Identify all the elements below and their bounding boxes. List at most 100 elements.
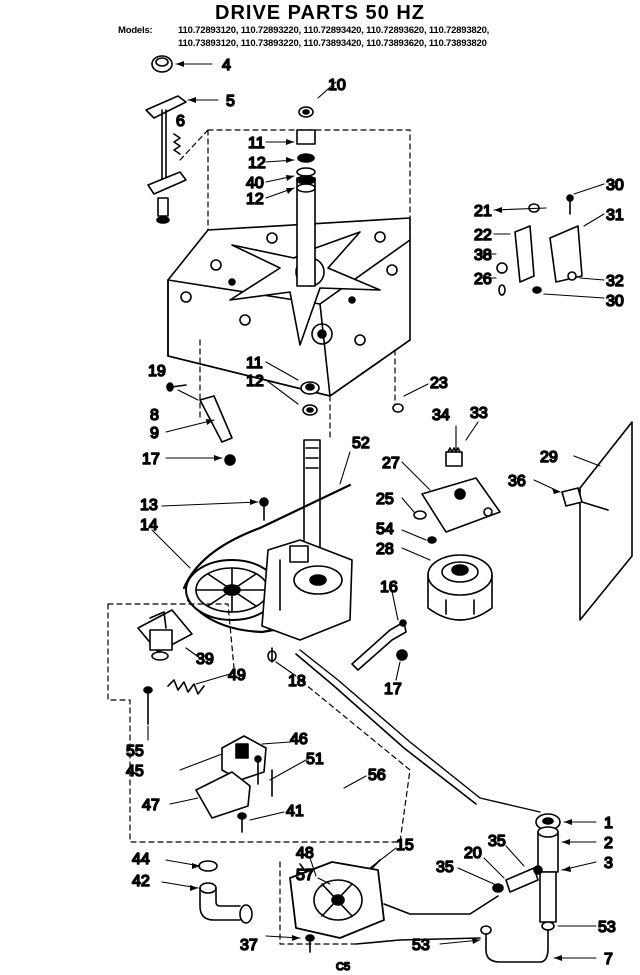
label-part-32: 32 <box>606 273 624 290</box>
hose-part-53 <box>485 929 549 963</box>
label-part-55: 55 <box>126 743 144 760</box>
bearing-part-4 <box>151 55 173 73</box>
label-part-13: 13 <box>140 497 158 514</box>
footer-code: C5 <box>336 961 350 973</box>
label-part-12-upper: 12 <box>248 155 266 172</box>
label-part-38: 38 <box>474 247 492 264</box>
screw-part-37 <box>305 934 315 953</box>
label-part-48: 48 <box>296 845 314 862</box>
washer-part-25 <box>413 510 427 520</box>
base-plate-part-19 <box>167 217 411 397</box>
bracket-part-16 <box>351 619 408 671</box>
label-part-31: 31 <box>606 207 624 224</box>
label-part-17-right: 17 <box>384 681 402 698</box>
label-part-16: 16 <box>380 579 398 596</box>
label-part-29: 29 <box>540 449 558 466</box>
label-part-34: 34 <box>432 407 450 424</box>
label-part-33: 33 <box>470 405 488 422</box>
label-part-30-bottom: 30 <box>606 293 624 310</box>
washer-part-54 <box>427 536 437 544</box>
panel-part-29 <box>579 421 633 621</box>
label-part-6: 6 <box>176 113 185 130</box>
plate-dashed-outline <box>179 129 411 231</box>
label-part-57: 57 <box>296 867 314 884</box>
switch-assembly-dashed-box <box>107 603 411 843</box>
label-part-19: 19 <box>148 363 166 380</box>
screw-part-13 <box>259 497 269 507</box>
clip-part-36 <box>561 487 583 507</box>
label-part-42: 42 <box>132 873 150 890</box>
label-part-11-upper: 11 <box>248 135 265 152</box>
label-part-2: 2 <box>604 835 613 852</box>
label-part-45: 45 <box>126 763 144 780</box>
label-part-46: 46 <box>290 731 308 748</box>
bracket-part-47 <box>195 771 251 819</box>
drain-hose-parts-1-3 <box>535 813 561 931</box>
screw-part-41 <box>237 812 247 833</box>
label-part-47: 47 <box>142 797 160 814</box>
brackets-parts-21-32 <box>496 194 583 296</box>
screw-part-55 <box>143 686 153 725</box>
plate-dashed-drop <box>199 339 396 441</box>
motor-part-28 <box>427 554 493 621</box>
label-part-25: 25 <box>376 491 394 508</box>
gearcase <box>261 539 353 641</box>
label-part-18: 18 <box>288 673 306 690</box>
label-part-28: 28 <box>376 541 394 558</box>
bracket-part-9 <box>166 382 236 466</box>
label-part-17-left: 17 <box>142 451 160 468</box>
label-part-12-lower: 12 <box>246 373 264 390</box>
label-part-26: 26 <box>474 271 492 288</box>
diagram-title: DRIVE PARTS 50 HZ <box>215 2 425 24</box>
label-part-23: 23 <box>430 375 448 392</box>
label-part-21: 21 <box>474 203 492 220</box>
label-part-40: 40 <box>246 175 264 192</box>
label-part-3: 3 <box>604 855 613 872</box>
pulley-part-14 <box>185 559 279 621</box>
label-part-14: 14 <box>140 517 158 534</box>
label-part-49: 49 <box>228 667 246 684</box>
switch-part-39 <box>137 609 193 661</box>
label-part-27: 27 <box>382 455 400 472</box>
label-part-44: 44 <box>132 851 150 868</box>
models-label: Models: <box>118 25 153 36</box>
pump-part-15 <box>289 859 385 939</box>
label-part-12-middle: 12 <box>246 191 264 208</box>
label-part-56: 56 <box>368 767 386 784</box>
label-part-10: 10 <box>328 77 346 94</box>
seal-parts-11-12-lower <box>300 381 320 416</box>
label-part-41: 41 <box>286 803 304 820</box>
label-part-15: 15 <box>396 837 414 854</box>
spring-part-49 <box>167 679 205 695</box>
label-part-36: 36 <box>508 473 526 490</box>
label-part-20: 20 <box>464 845 482 862</box>
connector-parts-20-35 <box>492 865 543 893</box>
label-part-22: 22 <box>474 227 492 244</box>
agitator-shaft <box>296 106 316 287</box>
label-part-9: 9 <box>150 425 159 442</box>
label-part-39: 39 <box>196 651 214 668</box>
leader-arrowheads <box>176 61 572 961</box>
label-part-51: 51 <box>306 751 324 768</box>
knob-parts-33-34 <box>445 447 463 467</box>
nut-part-23 <box>392 403 404 413</box>
hose-line <box>299 649 541 813</box>
label-part-7: 7 <box>604 951 613 968</box>
label-part-5: 5 <box>226 93 235 110</box>
label-part-11-lower: 11 <box>246 355 263 372</box>
bracket-part-5 <box>145 95 187 224</box>
label-part-54: 54 <box>376 521 394 538</box>
motor-bracket-part-27 <box>421 477 501 533</box>
label-part-52: 52 <box>352 435 370 452</box>
label-part-30-top: 30 <box>606 177 624 194</box>
label-part-4: 4 <box>222 57 231 74</box>
pump-dashed-box <box>279 861 357 945</box>
leader-lines <box>147 63 605 959</box>
label-part-8: 8 <box>150 407 159 424</box>
models-line-2: 110.73893120, 110.73893220, 110.73893420… <box>178 38 487 49</box>
label-part-53-bottom: 53 <box>412 937 430 954</box>
label-part-53-right: 53 <box>598 919 616 936</box>
label-part-37: 37 <box>240 937 258 954</box>
label-part-1: 1 <box>604 815 613 832</box>
